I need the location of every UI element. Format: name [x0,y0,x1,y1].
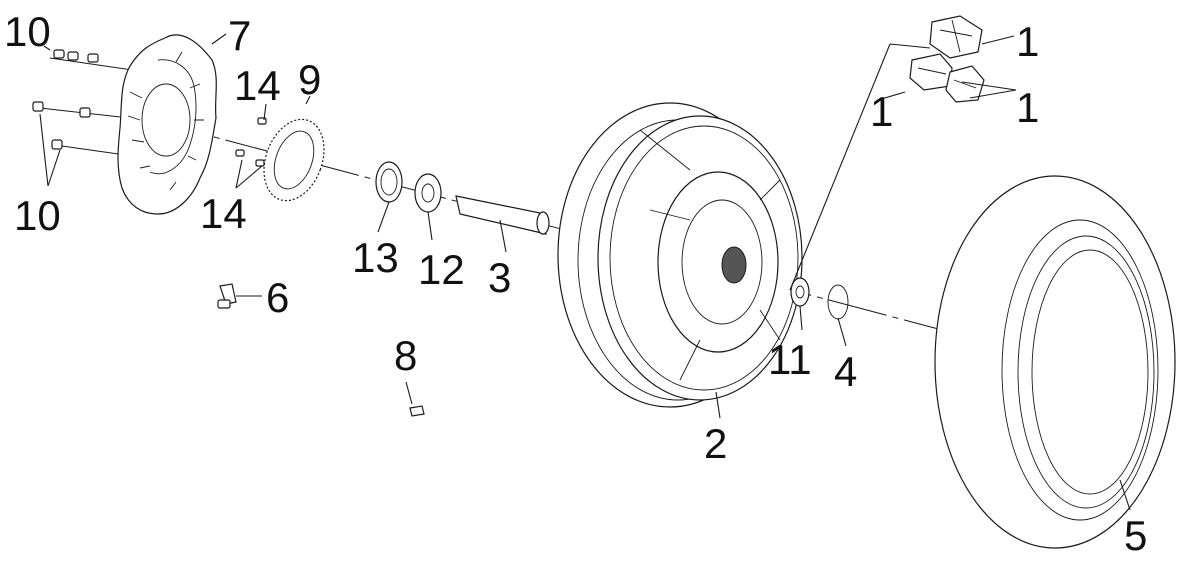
callout-10-top: 10 [4,8,51,55]
screw [255,159,265,167]
damper-rubber [909,53,953,91]
balance-weight [409,405,425,417]
bolt [32,101,44,112]
callout-14-top: 14 [234,62,281,109]
screw [257,117,267,125]
valve-stem [217,283,237,309]
callout-1-left: 1 [870,88,893,135]
leader-lines [39,33,1131,511]
callout-2: 2 [704,420,727,467]
tone-ring [263,118,325,202]
bolt [87,53,99,63]
brake-disc [117,34,217,215]
tyre [934,175,1176,549]
screw [235,149,245,157]
bolt [51,139,63,150]
disc-bolts [32,49,99,150]
left-bearing [414,173,442,213]
bolt [67,51,79,61]
callout-9: 9 [298,56,321,103]
bolt [79,107,91,118]
bolt [53,49,65,59]
ring-screws [235,117,267,167]
callout-7: 7 [228,12,251,59]
damper-rubber [929,15,983,59]
wheel-rim [557,102,803,408]
callout-1-right: 1 [1016,84,1039,131]
damper-rubber [945,65,985,103]
callout-1-top: 1 [1016,18,1039,65]
callout-4: 4 [834,348,857,395]
callout-13: 13 [352,234,399,281]
callout-11: 11 [768,336,812,383]
callout-5: 5 [1124,512,1147,559]
callout-14-bottom: 14 [200,190,247,237]
callout-8: 8 [394,332,417,379]
callout-3: 3 [488,254,511,301]
callout-10-bottom: 10 [14,192,61,239]
callout-12: 12 [418,246,465,293]
callout-labels: 1 1 1 2 3 4 5 6 7 8 9 10 10 11 12 13 14 … [4,8,1147,559]
damper-rubbers [909,15,985,103]
spacer-tube [455,195,550,235]
callout-6: 6 [266,274,289,321]
oil-seal [375,161,403,203]
